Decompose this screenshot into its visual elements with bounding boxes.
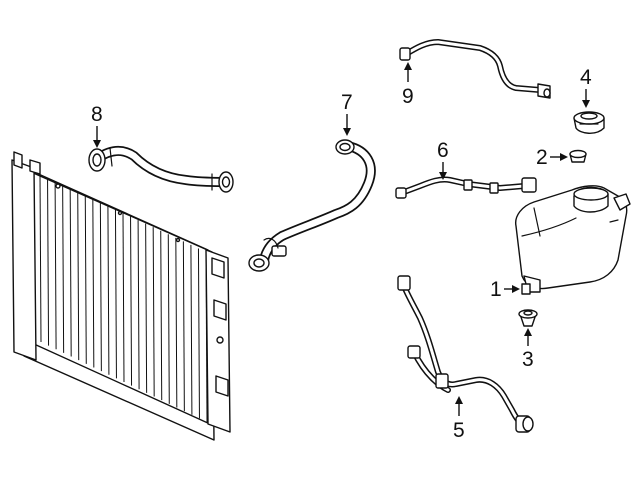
callout-5: 5 bbox=[453, 419, 465, 442]
radiator-fin bbox=[152, 227, 155, 397]
callout-7: 7 bbox=[341, 91, 353, 114]
radiator-fin bbox=[114, 209, 117, 379]
callouts: 8 7 9 4 2 6 1 3 5 bbox=[91, 62, 592, 442]
radiator-fin bbox=[39, 173, 42, 343]
coolant-expansion-tank bbox=[515, 185, 631, 293]
radiator-fin bbox=[84, 195, 87, 364]
radiator-fins bbox=[39, 173, 208, 423]
radiator-fin bbox=[69, 188, 72, 357]
radiator-upper-hose bbox=[88, 146, 234, 193]
radiator bbox=[11, 151, 231, 441]
radiator-fin bbox=[190, 244, 193, 415]
vent-tube bbox=[395, 176, 537, 199]
tank-fitting bbox=[521, 283, 531, 295]
callout-6: 6 bbox=[437, 139, 449, 162]
radiator-fin bbox=[167, 234, 170, 404]
radiator-fin bbox=[130, 216, 133, 386]
radiator-fin bbox=[122, 212, 125, 383]
radiator-fin bbox=[137, 220, 140, 390]
callout-2: 2 bbox=[536, 146, 548, 169]
callout-9: 9 bbox=[402, 85, 414, 108]
callout-4: 4 bbox=[580, 66, 592, 89]
radiator-fin bbox=[99, 202, 102, 372]
radiator-fin bbox=[197, 248, 200, 419]
callout-8: 8 bbox=[91, 103, 103, 126]
radiator-lower-hose bbox=[248, 139, 376, 272]
radiator-fin bbox=[62, 184, 65, 353]
coolant-pipe bbox=[399, 39, 551, 99]
radiator-fin bbox=[107, 205, 110, 375]
callout-1: 1 bbox=[490, 278, 502, 301]
callout-3: 3 bbox=[522, 348, 534, 371]
radiator-fin bbox=[175, 237, 178, 408]
radiator-fin bbox=[182, 241, 185, 412]
radiator-fin bbox=[145, 223, 148, 393]
coolant-hose-assembly bbox=[397, 275, 534, 433]
drain-plug bbox=[518, 309, 538, 327]
small-plug bbox=[569, 149, 587, 163]
reservoir-cap bbox=[573, 111, 605, 134]
radiator-fin bbox=[160, 230, 163, 401]
radiator-fin bbox=[77, 191, 80, 361]
radiator-fin bbox=[47, 177, 50, 346]
radiator-fin bbox=[54, 181, 57, 350]
radiator-fin bbox=[205, 251, 208, 423]
radiator-fin bbox=[92, 198, 95, 368]
